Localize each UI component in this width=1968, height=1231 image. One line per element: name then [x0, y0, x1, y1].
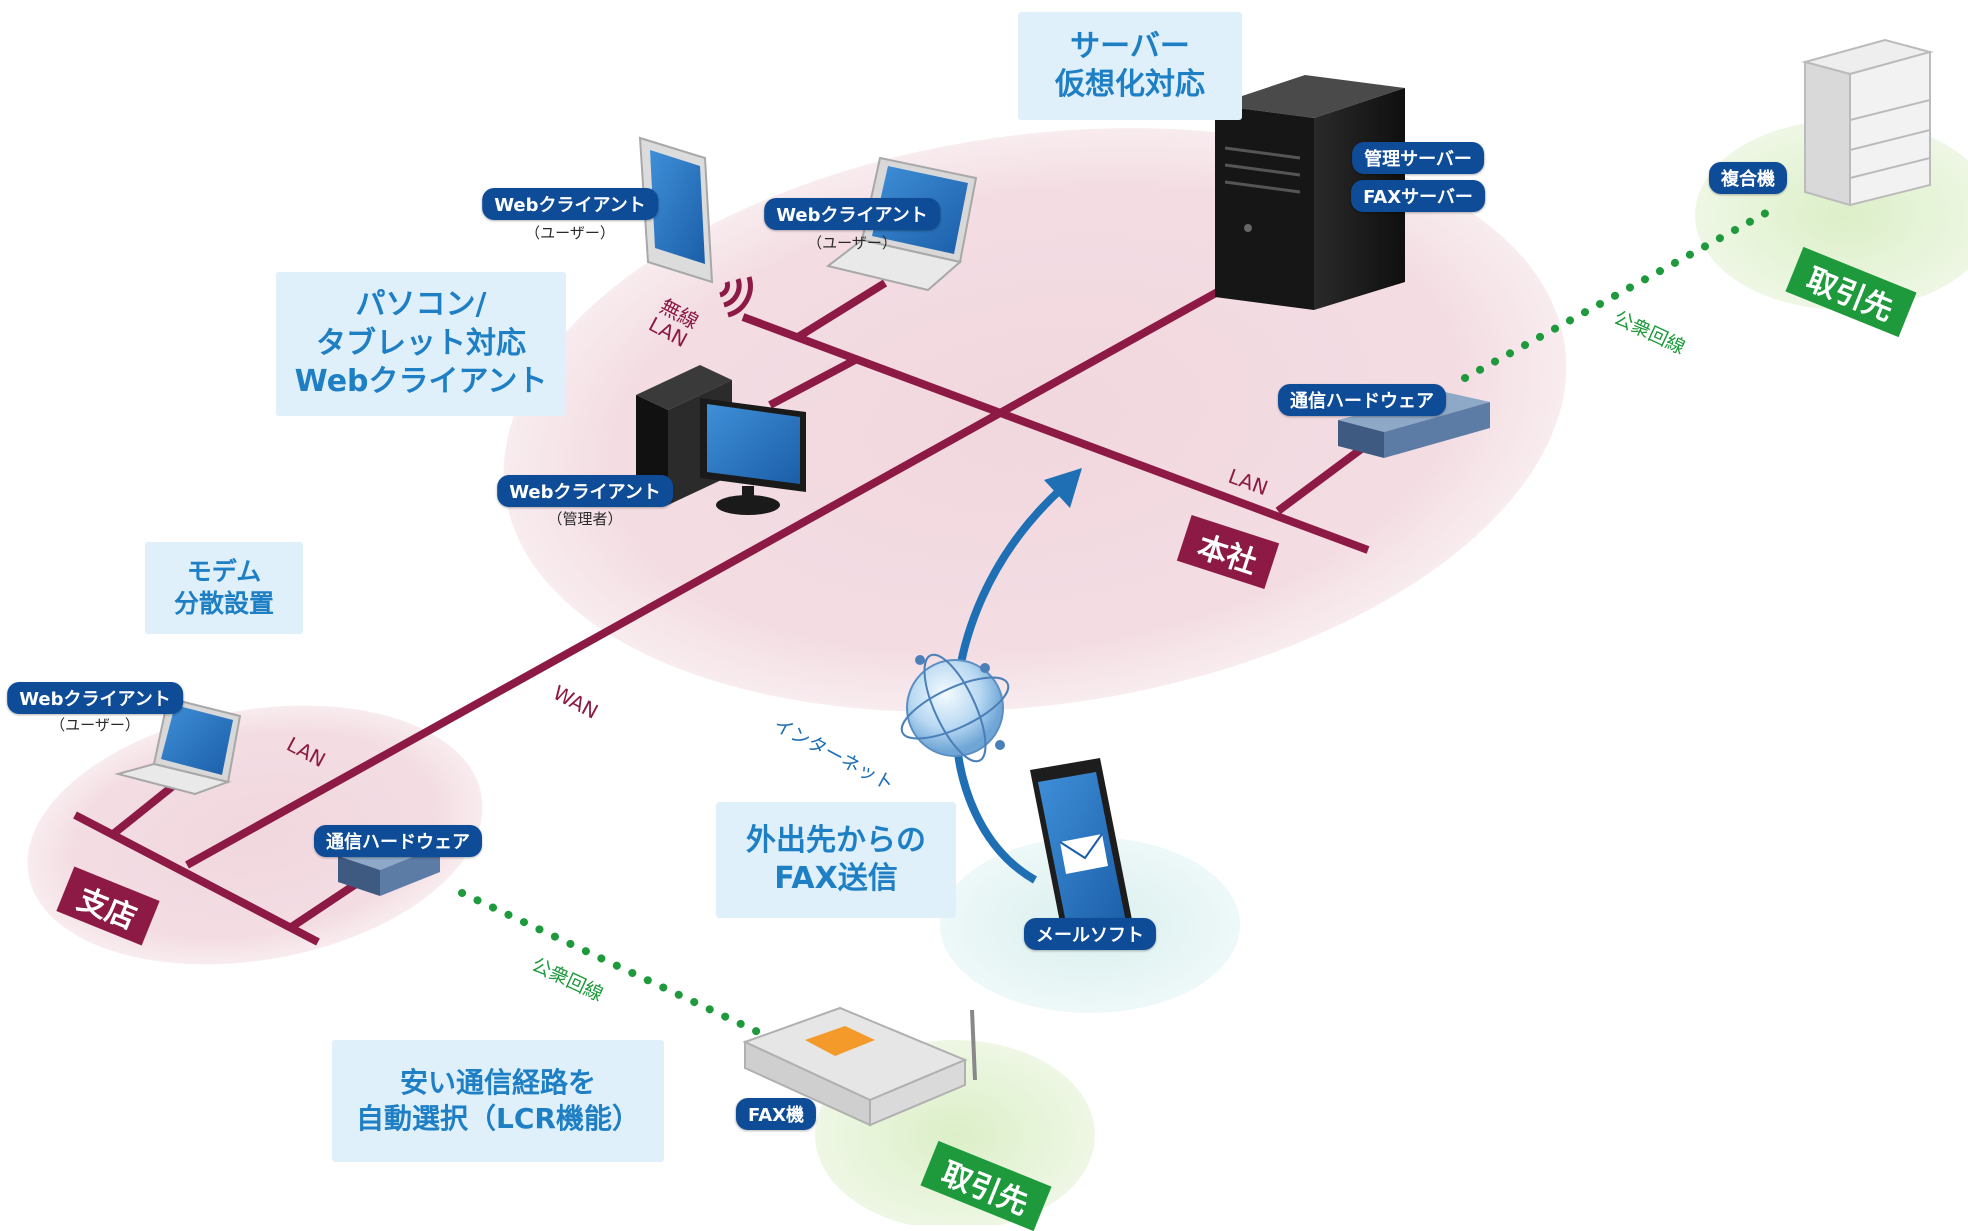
callout-pc-tablet-line2: タブレット対応: [316, 325, 526, 361]
tablet-icon: [638, 136, 714, 284]
admin-drop: [768, 355, 859, 409]
public-line-bottom: [458, 889, 779, 1044]
callout-server: サーバー 仮想化対応: [1018, 12, 1242, 120]
callout-mobile-fax-line1: 外出先からの: [746, 822, 926, 858]
callout-modem-line2: 分散設置: [173, 589, 274, 618]
tablet-client-label: Webクライアント: [482, 188, 658, 220]
callout-mobile-fax-line2: FAX送信: [774, 861, 898, 896]
callout-lcr-line1: 安い通信経路を: [399, 1066, 596, 1100]
callout-pc-tablet: パソコン/ タブレット対応 Webクライアント: [276, 272, 566, 416]
callout-modem: モデム 分散設置: [145, 542, 303, 634]
callout-pc-tablet-line3: Webクライアント: [294, 364, 548, 400]
wan-backbone: [185, 280, 1234, 869]
desktop-pc-icon: [636, 365, 806, 515]
callout-modem-line1: モデム: [186, 557, 262, 586]
laptop-client-sub: （ユーザー）: [807, 234, 897, 252]
callout-server-line1: サーバー: [1070, 28, 1190, 64]
callout-pc-tablet-line1: パソコン/: [355, 287, 487, 323]
callout-lcr: 安い通信経路を 自動選択（LCR機能）: [332, 1040, 664, 1162]
callout-mobile-fax: 外出先からの FAX送信: [716, 802, 956, 918]
mgmt-server-label: 管理サーバー: [1352, 142, 1484, 174]
smartphone-icon: [1030, 758, 1135, 948]
globe-icon: [900, 653, 1010, 763]
branch-comm-label: 通信ハードウェア: [314, 825, 482, 857]
branch-client-label: Webクライアント: [7, 682, 183, 714]
callout-lcr-line2: 自動選択（LCR機能）: [356, 1102, 640, 1135]
hq-comm-drop: [1275, 440, 1371, 515]
branch-laptop-drop: [109, 778, 181, 839]
network-lines: [73, 279, 1371, 946]
laptop-client-label: Webクライアント: [764, 198, 940, 230]
fax-machine-label: FAX機: [735, 1098, 817, 1130]
fax-server-label: FAXサーバー: [1351, 180, 1485, 212]
callout-server-line2: 仮想化対応: [1055, 67, 1205, 102]
fax-machine-icon: [742, 1006, 977, 1127]
hq-comm-label: 通信ハードウェア: [1278, 384, 1446, 416]
mfp-label: 複合機: [1709, 162, 1787, 194]
admin-client-label: Webクライアント: [497, 475, 673, 507]
public-line-top: [1461, 204, 1779, 382]
hq-lan-line: [741, 313, 1370, 554]
mfp-icon: [1801, 38, 1934, 207]
admin-client-sub: （管理者）: [547, 510, 623, 528]
mail-app-label: メールソフト: [1024, 918, 1156, 950]
branch-client-sub: （ユーザー）: [50, 716, 140, 734]
tablet-client-sub: （ユーザー）: [525, 224, 615, 242]
laptop-drop: [795, 279, 888, 341]
internet-arrow-head: [1044, 468, 1082, 508]
public-lines: [458, 204, 1779, 1044]
branch-laptop-icon: [114, 696, 242, 796]
wifi-icon: [719, 276, 753, 318]
branch-comm-drop: [287, 876, 365, 932]
